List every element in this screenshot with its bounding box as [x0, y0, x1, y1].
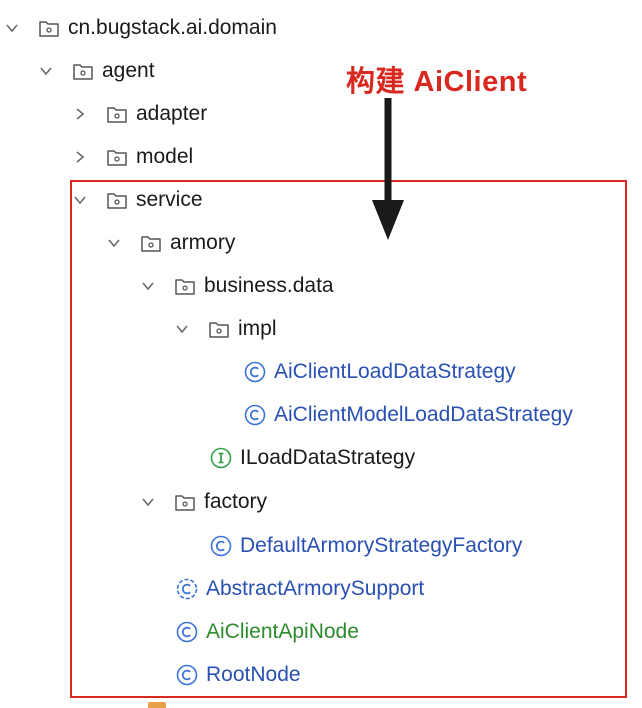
tree-item-factory[interactable]: factory	[140, 480, 267, 523]
tree-item-domain[interactable]: cn.bugstack.ai.domain	[4, 6, 277, 49]
tree-item-label: business.data	[204, 273, 334, 297]
tree-item-label: cn.bugstack.ai.domain	[68, 15, 277, 39]
interface-icon	[210, 447, 232, 469]
folder-icon	[106, 146, 128, 168]
folder-icon	[208, 318, 230, 340]
tree-item-label: AiClientModelLoadDataStrategy	[274, 402, 573, 426]
tree-item-impl[interactable]: impl	[174, 307, 277, 350]
folder-icon	[106, 189, 128, 211]
tree-item-armory[interactable]: armory	[106, 221, 235, 264]
chevron-right-icon[interactable]	[72, 149, 88, 165]
highlight-box	[70, 180, 627, 698]
tree-item-aiclientapinode[interactable]: AiClientApiNode	[176, 610, 359, 653]
partial-file-icon	[148, 702, 166, 708]
folder-icon	[174, 491, 196, 513]
tree-item-rootnode[interactable]: RootNode	[176, 653, 301, 696]
tree-item-label: armory	[170, 230, 236, 254]
tree-item-label: ILoadDataStrategy	[240, 445, 416, 469]
tree-item-model[interactable]: model	[72, 135, 193, 178]
folder-icon	[38, 17, 60, 39]
tree-item-business-data[interactable]: business.data	[140, 264, 334, 307]
class-icon	[244, 361, 266, 383]
folder-icon	[140, 232, 162, 254]
tree-item-aiclientloaddatastrategy[interactable]: AiClientLoadDataStrategy	[244, 350, 516, 393]
tree-item-label: DefaultArmoryStrategyFactory	[240, 533, 523, 557]
class-icon	[244, 404, 266, 426]
tree-item-abstractarmorysupport[interactable]: AbstractArmorySupport	[176, 567, 424, 610]
abstract-class-icon	[176, 578, 198, 600]
tree-item-label: adapter	[136, 101, 208, 125]
chevron-down-icon[interactable]	[38, 63, 54, 79]
tree-item-label: service	[136, 187, 203, 211]
tree-item-defaultarmorystrategyfactory[interactable]: DefaultArmoryStrategyFactory	[210, 524, 522, 567]
folder-icon	[106, 103, 128, 125]
tree-item-iloaddatastrategy[interactable]: ILoadDataStrategy	[210, 436, 415, 479]
tree-item-label: model	[136, 144, 194, 168]
class-icon	[176, 621, 198, 643]
tree-item-service[interactable]: service	[72, 178, 203, 221]
chevron-down-icon[interactable]	[140, 494, 156, 510]
down-arrow-icon	[372, 98, 404, 240]
class-icon	[210, 535, 232, 557]
annotation-label: 构建 AiClient	[346, 66, 528, 98]
chevron-right-icon[interactable]	[72, 106, 88, 122]
chevron-down-icon[interactable]	[174, 321, 190, 337]
tree-item-label: impl	[238, 316, 277, 340]
folder-icon	[174, 275, 196, 297]
tree-item-adapter[interactable]: adapter	[72, 92, 207, 135]
class-icon	[176, 664, 198, 686]
tree-item-aiclientmodelloaddatastrategy[interactable]: AiClientModelLoadDataStrategy	[244, 393, 573, 436]
tree-item-label: factory	[204, 489, 268, 513]
tree-item-label: agent	[102, 58, 155, 82]
tree-item-label: AbstractArmorySupport	[206, 576, 425, 600]
folder-icon	[72, 60, 94, 82]
tree-item-label: RootNode	[206, 662, 301, 686]
tree-item-label: AiClientApiNode	[206, 619, 359, 643]
chevron-down-icon[interactable]	[106, 235, 122, 251]
tree-item-label: AiClientLoadDataStrategy	[274, 359, 516, 383]
chevron-down-icon[interactable]	[140, 278, 156, 294]
chevron-down-icon[interactable]	[72, 192, 88, 208]
chevron-down-icon[interactable]	[4, 20, 20, 36]
tree-item-agent[interactable]: agent	[38, 49, 155, 92]
